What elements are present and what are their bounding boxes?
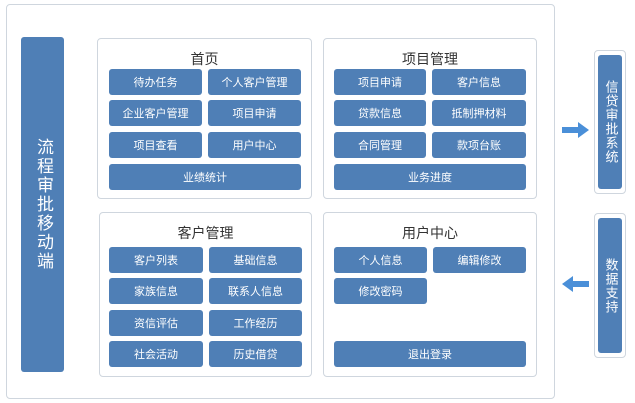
user-center-title: 用户中心 xyxy=(402,226,458,242)
data-support-label: 数据支持 xyxy=(598,218,622,353)
personal-info-button[interactable]: 个人信息 xyxy=(334,247,427,273)
project-view-button[interactable]: 项目查看 xyxy=(109,132,202,158)
home-panel: 首页 待办任务 个人客户管理 企业客户管理 项目申请 项目查看 用户中心 业绩统… xyxy=(97,38,312,199)
data-support-box: 数据支持 xyxy=(594,213,626,358)
customer-management-panel: 客户管理 客户列表 基础信息 家族信息 联系人信息 资信评估 工作经历 社会活动… xyxy=(99,212,312,377)
arrow-right-icon xyxy=(562,122,589,138)
contract-management-button[interactable]: 合同管理 xyxy=(334,132,426,158)
payment-ledger-button[interactable]: 款项台账 xyxy=(432,132,526,158)
contact-info-button[interactable]: 联系人信息 xyxy=(209,278,302,304)
social-activities-button[interactable]: 社会活动 xyxy=(109,341,203,367)
collateral-material-button[interactable]: 抵制押材料 xyxy=(432,100,526,126)
home-panel-title: 首页 xyxy=(190,52,219,68)
project-apply-button[interactable]: 项目申请 xyxy=(208,100,301,126)
work-experience-button[interactable]: 工作经历 xyxy=(209,310,302,336)
project-apply-button[interactable]: 项目申请 xyxy=(334,69,426,95)
credit-assessment-button[interactable]: 资信评估 xyxy=(109,310,203,336)
arrow-left-icon xyxy=(562,276,589,292)
loan-history-button[interactable]: 历史借贷 xyxy=(209,341,302,367)
credit-approval-system-box: 信贷审批系统 xyxy=(594,50,626,194)
todo-tasks-button[interactable]: 待办任务 xyxy=(109,69,202,95)
personal-customer-management-button[interactable]: 个人客户管理 xyxy=(208,69,301,95)
basic-info-button[interactable]: 基础信息 xyxy=(209,247,302,273)
enterprise-customer-management-button[interactable]: 企业客户管理 xyxy=(109,100,202,126)
customer-management-title: 客户管理 xyxy=(177,226,234,242)
loan-info-button[interactable]: 贷款信息 xyxy=(334,100,426,126)
change-password-button[interactable]: 修改密码 xyxy=(334,278,427,304)
business-progress-button[interactable]: 业务进度 xyxy=(334,164,526,190)
performance-stats-button[interactable]: 业绩统计 xyxy=(109,164,301,190)
mobile-approval-text: 流程审批移动端 xyxy=(33,138,53,271)
data-support-text: 数据支持 xyxy=(602,257,618,314)
project-management-title: 项目管理 xyxy=(402,52,458,68)
project-management-panel: 项目管理 项目申请 客户信息 贷款信息 抵制押材料 合同管理 款项台账 业务进度 xyxy=(323,38,537,199)
customer-info-button[interactable]: 客户信息 xyxy=(432,69,526,95)
credit-approval-system-label: 信贷审批系统 xyxy=(598,55,622,189)
family-info-button[interactable]: 家族信息 xyxy=(109,278,203,304)
edit-modify-button[interactable]: 编辑修改 xyxy=(433,247,526,273)
mobile-approval-label: 流程审批移动端 xyxy=(21,37,64,372)
customer-list-button[interactable]: 客户列表 xyxy=(109,247,203,273)
user-center-button[interactable]: 用户中心 xyxy=(208,132,301,158)
logout-button[interactable]: 退出登录 xyxy=(334,341,526,367)
credit-approval-system-text: 信贷审批系统 xyxy=(602,80,618,164)
user-center-panel: 用户中心 个人信息 编辑修改 修改密码 退出登录 xyxy=(323,212,537,377)
